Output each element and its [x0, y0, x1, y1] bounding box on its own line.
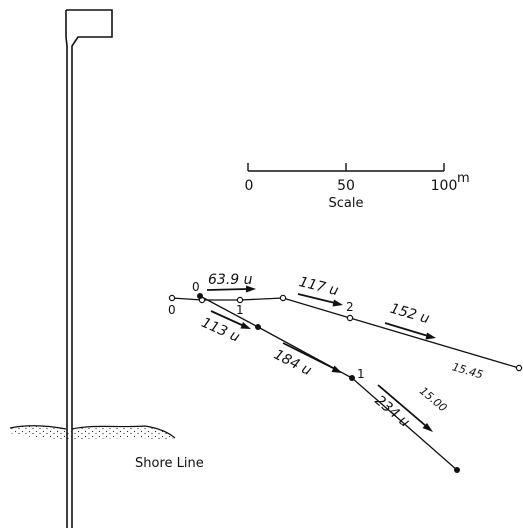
lower-track-marker [255, 324, 261, 330]
lower-track-line [199, 295, 458, 471]
lower-seg-2-arrow [282, 342, 342, 373]
scale-tick-100: 100 [431, 178, 458, 194]
lower-track-marker [349, 375, 355, 381]
lower-time-label: 15.00 [417, 384, 449, 414]
lower-seg-3-speed: 234 u [372, 393, 413, 431]
scale-caption: Scale [329, 196, 364, 211]
upper-seg-3-arrow [384, 322, 436, 340]
upper-time-label: 15.45 [451, 360, 485, 381]
pier-head [65, 9, 113, 528]
upper-track-end-marker [515, 364, 523, 372]
upper-seg-3-speed: 152 u [388, 301, 431, 327]
upper-track-marker [346, 314, 354, 322]
upper-station-2-label: 2 [346, 300, 354, 314]
upper-track-start-marker [168, 294, 176, 302]
upper-seg-1-arrow [206, 285, 256, 293]
lower-track-start-marker [197, 293, 203, 299]
upper-seg-2-arrow [297, 293, 343, 307]
upper-track-line [171, 297, 520, 369]
scale-unit: m [457, 171, 470, 186]
lower-station-1b-label: 1 [357, 367, 365, 381]
lower-seg-2-speed: 184 u [271, 347, 314, 379]
shore-line [9, 425, 176, 440]
lower-station-0-label: 0 [192, 280, 200, 294]
shore-line-label: Shore Line [135, 456, 204, 471]
upper-station-0-label: 0 [168, 303, 176, 317]
upper-seg-1-speed: 63.9 u [208, 272, 253, 288]
scale-bar [247, 163, 445, 172]
scale-tick-0: 0 [245, 178, 254, 194]
upper-track-marker [279, 294, 287, 302]
scale-tick-50: 50 [337, 178, 355, 194]
upper-track-marker [236, 296, 244, 304]
lower-seg-3-arrow [377, 384, 433, 432]
lower-seg-1-speed: 113 u [199, 315, 242, 346]
lower-seg-1-arrow [210, 310, 251, 329]
lower-track-end-marker [454, 467, 460, 473]
lower-station-1a-label: 1 [236, 303, 244, 317]
